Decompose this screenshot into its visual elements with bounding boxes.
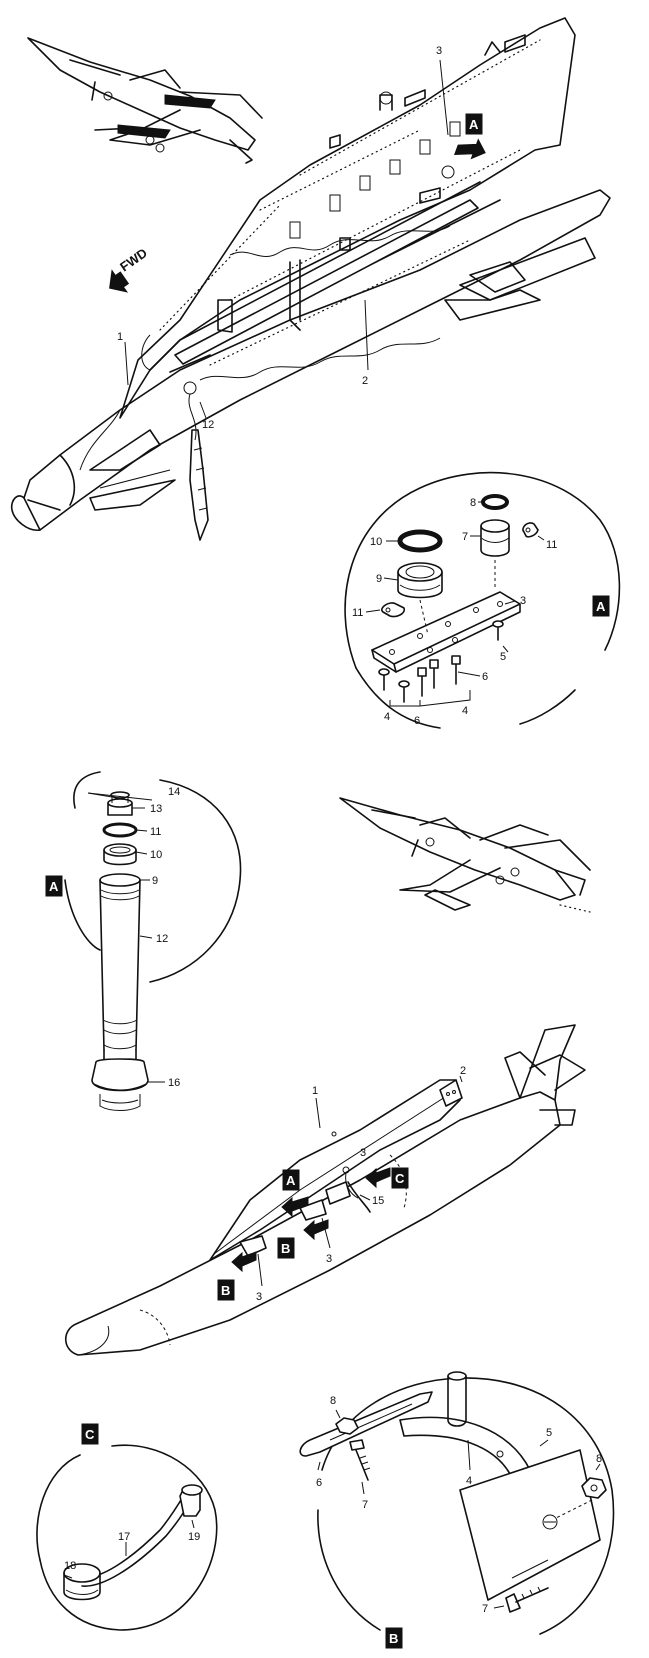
callout-14: 14 [168, 786, 180, 798]
callout-18: 18 [64, 1560, 76, 1572]
pylon-top [119, 17, 576, 419]
callout-11: 11 [352, 607, 363, 619]
detail-a-bottom: 14 13 11 10 9 12 16 A [45, 771, 242, 1111]
svg-text:B: B [389, 1631, 398, 1646]
callout-17: 17 [118, 1531, 130, 1543]
view-tag-c-bottom-figure: C [391, 1167, 409, 1189]
callout-12: 12 [156, 933, 168, 945]
view-tag-a-top-figure: A [465, 113, 483, 135]
view-tag-a-detail-bottom: A [45, 875, 63, 897]
callout-4: 4 [384, 711, 390, 723]
detail-a-top: 3 4 4 5 6 6 7 8 9 10 11 11 A [344, 471, 621, 729]
svg-text:B: B [281, 1241, 290, 1256]
detail-b: 8 6 7 4 5 8 7 B [299, 1371, 615, 1649]
callout-10: 10 [150, 849, 162, 861]
fwd-direction-indicator: FWD [109, 245, 150, 293]
callout-2: 2 [460, 1065, 466, 1077]
callout-4: 4 [466, 1475, 472, 1487]
aircraft-locator-top [27, 37, 263, 164]
callout-1: 1 [312, 1085, 318, 1097]
callout-9: 9 [376, 573, 382, 585]
svg-text:C: C [85, 1427, 95, 1442]
callout-8: 8 [470, 497, 476, 509]
callout-16: 16 [168, 1077, 180, 1089]
top-figure-callouts: 1 2 3 12 [117, 45, 449, 431]
top-figure: FWD [10, 17, 611, 541]
callout-5: 5 [546, 1427, 552, 1439]
callout-19: 19 [188, 1531, 200, 1543]
callout-9: 9 [152, 875, 158, 887]
view-tag-a-detail-top: A [592, 595, 610, 617]
callout-3: 3 [256, 1291, 262, 1303]
callout-8: 8 [330, 1395, 336, 1407]
view-tag-a-bottom-figure: A [282, 1169, 300, 1191]
callout-3: 3 [360, 1147, 366, 1159]
callout-1: 1 [117, 331, 123, 343]
fwd-label: FWD [117, 245, 150, 274]
callout-8: 8 [596, 1453, 602, 1465]
svg-text:C: C [395, 1171, 405, 1186]
callout-6: 6 [414, 715, 420, 727]
screws-group [378, 620, 504, 703]
view-tag-c-detail: C [81, 1423, 99, 1445]
callout-7: 7 [462, 531, 468, 543]
aircraft-locator-bottom [339, 797, 591, 913]
svg-text:A: A [596, 599, 606, 614]
callout-5: 5 [500, 651, 506, 663]
callout-7: 7 [482, 1603, 488, 1615]
callout-15: 15 [372, 1195, 384, 1207]
callout-11: 11 [546, 539, 557, 551]
callout-11: 11 [150, 826, 161, 838]
pod-body-top [10, 189, 611, 531]
callout-4: 4 [462, 705, 468, 717]
view-tag-b-bottom-figure-1: B [277, 1237, 295, 1259]
callout-6: 6 [316, 1477, 322, 1489]
svg-text:A: A [286, 1173, 296, 1188]
safety-pin-streamer [183, 381, 209, 541]
callout-13: 13 [150, 803, 162, 815]
callout-6: 6 [482, 671, 488, 683]
callout-2: 2 [362, 375, 368, 387]
callout-10: 10 [370, 536, 382, 548]
svg-text:B: B [221, 1283, 230, 1298]
svg-text:A: A [49, 879, 59, 894]
view-tag-b-detail: B [385, 1627, 403, 1649]
callout-3: 3 [436, 45, 442, 57]
detail-c: 17 18 19 C [36, 1423, 218, 1631]
callout-3: 3 [520, 595, 526, 607]
callout-3: 3 [326, 1253, 332, 1265]
callout-7: 7 [362, 1499, 368, 1511]
bottom-figure: 1 2 15 3 3 3 A B B C [64, 1024, 586, 1356]
svg-text:A: A [469, 117, 479, 132]
view-tag-b-bottom-figure-2: B [217, 1279, 235, 1301]
callout-12: 12 [202, 419, 214, 431]
